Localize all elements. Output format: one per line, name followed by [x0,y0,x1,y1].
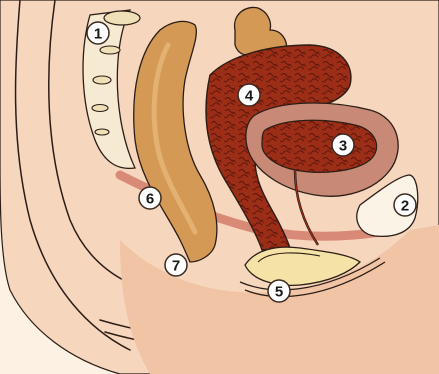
svg-text:3: 3 [339,138,347,155]
label-7: 7 [165,254,187,276]
svg-text:5: 5 [275,284,283,301]
label-3: 3 [332,134,354,156]
label-5: 5 [268,280,290,302]
ovary [262,120,377,172]
svg-text:1: 1 [94,26,102,43]
label-1: 1 [87,22,109,44]
svg-text:6: 6 [146,191,154,208]
label-2: 2 [394,194,416,216]
label-4: 4 [238,84,260,106]
svg-text:4: 4 [245,88,254,105]
svg-text:7: 7 [172,258,180,275]
svg-text:2: 2 [401,198,409,215]
label-6: 6 [139,187,161,209]
